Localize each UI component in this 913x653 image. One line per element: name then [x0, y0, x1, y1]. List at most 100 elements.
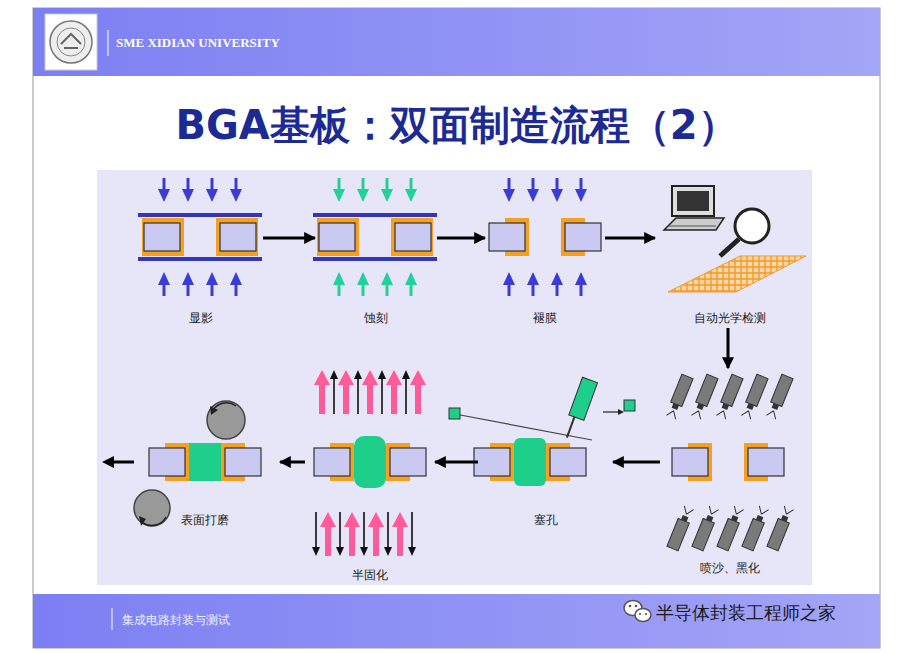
etch-figure-part-part: [333, 272, 417, 296]
university-logo-part: [57, 28, 85, 56]
step-caption: 蚀刻: [364, 311, 388, 325]
plug-figure: [449, 377, 635, 486]
step-caption: 显影: [189, 311, 213, 325]
wechat-icon-part: [629, 605, 632, 608]
cure-figure-part: [354, 436, 386, 488]
strip-figure-part-part: [503, 178, 587, 202]
cure-figure-part: [338, 370, 354, 414]
exit-arrow: [102, 456, 134, 468]
step-caption: 半固化: [352, 568, 388, 582]
plug-figure-part: [514, 438, 546, 486]
grind-figure-part: [149, 443, 261, 481]
sandblast-figure-part: [690, 374, 718, 419]
footer-band: [33, 594, 880, 648]
aoi-figure-part: [668, 226, 716, 227]
process-step: 半固化: [305, 365, 435, 585]
step-caption: 自动光学检测: [694, 311, 766, 325]
process-step: 褪膜: [485, 172, 605, 328]
develop-figure-part: [158, 178, 242, 202]
university-logo-part: [50, 21, 92, 63]
cure-figure-part: [336, 512, 344, 556]
cure-figure-part: [368, 512, 384, 556]
aoi-figure-part: [735, 209, 769, 243]
plug-figure-part-part: [569, 377, 598, 420]
plug-figure-part: [561, 377, 597, 441]
develop-figure-part: [158, 272, 242, 296]
aoi-figure-part: [664, 218, 724, 230]
cure-figure-part: [402, 370, 410, 414]
sandblast-figure-part: [665, 374, 693, 419]
grind-figure-part: [139, 516, 146, 526]
process-step: 塞孔: [478, 372, 613, 530]
grind-figure: [134, 401, 261, 526]
sandblast-figure-part: [740, 374, 768, 419]
header-label: SME XIDIAN UNIVERSITY: [116, 35, 280, 51]
step-caption: 塞孔: [534, 513, 558, 527]
process-step: 表面打磨: [130, 398, 280, 530]
university-logo: [45, 14, 97, 70]
sandblast-figure-part-part: [672, 443, 784, 481]
develop-figure-part-part: [142, 218, 258, 256]
sandblast-figure-part: [765, 374, 793, 419]
process-arrow: [280, 461, 305, 464]
wechat-icon: [624, 601, 651, 622]
sandblast-figure-part: [667, 505, 695, 550]
process-arrow: [613, 461, 660, 464]
plug-figure-part: [603, 411, 618, 412]
cure-figure-part: [362, 370, 378, 414]
wechat-icon-part: [624, 601, 642, 616]
develop-figure-part-part: [158, 178, 242, 202]
university-logo-part: [45, 14, 97, 70]
sandblast-figure-part: [742, 505, 770, 550]
etch-figure-part-part: [317, 218, 433, 256]
cure-figure-part: [330, 370, 338, 414]
develop-figure: [138, 178, 262, 296]
step-caption: 喷沙、黑化: [700, 561, 760, 575]
wechat-icon-part: [635, 605, 638, 608]
cure-figure-part: [384, 512, 392, 556]
wechat-icon-part: [635, 609, 651, 622]
exit-arrow-part: [102, 456, 114, 468]
process-arrow: [605, 237, 655, 240]
wechat-icon-part: [645, 613, 647, 615]
process-arrow: [435, 461, 478, 464]
slide-frame: [33, 8, 880, 648]
plug-figure-part: [455, 414, 592, 440]
etch-figure-part-part: [313, 213, 437, 261]
watermark: 半导体封装工程师之家: [656, 601, 836, 625]
process-step: 蚀刻: [315, 172, 437, 328]
cure-figure-part: [344, 512, 360, 556]
cure-figure-part: [378, 370, 386, 414]
grind-figure-part: [207, 401, 245, 439]
sandblast-figure-part: [672, 443, 784, 481]
strip-figure-part: [503, 178, 587, 202]
illustration-panel: [97, 170, 812, 585]
footer-label: 集成电路封装与测试: [122, 612, 230, 629]
plug-figure-part: [624, 400, 635, 411]
sandblast-figure-part: [767, 505, 795, 550]
grind-figure-part: [134, 490, 170, 526]
step-caption: 褪膜: [533, 311, 557, 325]
cure-figure-part: [354, 370, 362, 414]
etch-figure-part: [313, 213, 437, 261]
process-arrow: [263, 237, 315, 240]
grind-figure-part: [189, 443, 221, 481]
cure-figure-part: [386, 370, 402, 414]
cure-figure: [312, 370, 426, 556]
develop-figure-part-part: [138, 213, 262, 261]
aoi-figure-part: [672, 186, 714, 216]
etch-figure-part-part: [333, 178, 417, 202]
strip-figure: [489, 178, 601, 296]
cure-figure-part: [392, 512, 408, 556]
aoi-figure: [664, 186, 806, 292]
process-arrow: [437, 237, 485, 240]
strip-figure-part: [503, 272, 587, 296]
cure-figure-part: [360, 512, 368, 556]
etch-figure-part: [333, 272, 417, 296]
process-step: 自动光学检测: [655, 180, 805, 328]
header-divider: [108, 30, 109, 56]
aoi-figure-part: [677, 191, 709, 211]
grind-figure-part: [142, 517, 166, 525]
cure-figure-part: [314, 370, 330, 414]
